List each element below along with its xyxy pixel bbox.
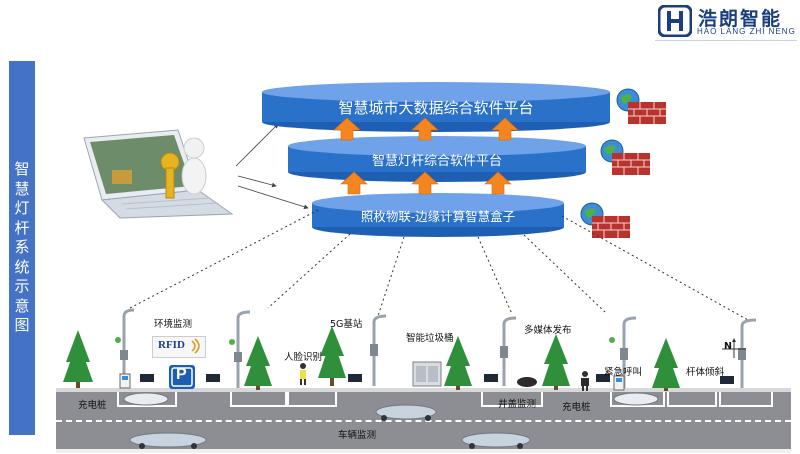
label-charging-left: 充电桩 xyxy=(78,400,107,411)
charging-pile-icon xyxy=(613,375,625,391)
curb xyxy=(56,449,791,453)
parking-sign-letter: P xyxy=(176,366,187,383)
pedestrian-icon xyxy=(300,363,306,385)
label-face: 人脸识别 xyxy=(284,352,323,363)
upload-arrows xyxy=(333,117,519,195)
label-multimedia: 多媒体发布 xyxy=(524,325,572,336)
edge-box-cylinder: 照枚物联-边缘计算智慧盒子 xyxy=(312,193,564,237)
label-north: N xyxy=(724,341,732,352)
rfid-label: RFID xyxy=(158,339,185,351)
lamppost-platform-label: 智慧灯杆综合软件平台 xyxy=(371,154,502,169)
sidebar-title-char: 图 xyxy=(14,316,30,334)
tilt-direction-icon xyxy=(722,338,746,358)
label-charging-right: 充电桩 xyxy=(562,402,591,413)
header-divider xyxy=(655,40,797,41)
label-5g: 5G基站 xyxy=(330,319,363,330)
label-emergency: 紧急呼叫 xyxy=(604,367,643,378)
parking-sign-icon xyxy=(169,365,195,389)
label-manhole: 井盖监测 xyxy=(498,399,537,410)
sidebar-title: 智慧灯杆系统示意图 xyxy=(9,160,35,336)
company-logo-icon xyxy=(658,5,692,37)
label-vehicle: 车辆监测 xyxy=(338,430,377,441)
logo-chinese-name: 浩朗智能 xyxy=(698,8,783,30)
sidebar-title-char: 慧 xyxy=(14,179,30,198)
globe-firewall-icon xyxy=(616,88,666,124)
manhole-cover-icon xyxy=(517,377,537,387)
label-environment: 环境监测 xyxy=(154,319,193,330)
sidebar-title-char: 示 xyxy=(14,277,30,295)
connector-arrows xyxy=(235,123,309,210)
label-tilt: 杆体倾斜 xyxy=(686,367,725,378)
sidebar-title-char: 杆 xyxy=(14,218,30,237)
sidebar-title-char: 意 xyxy=(14,296,30,315)
cloud-platform-label: 智慧城市大数据综合软件平台 xyxy=(338,99,534,117)
smart-trash-bin-icon xyxy=(412,361,442,387)
lane-marking xyxy=(56,420,791,422)
charging-pile-icon xyxy=(119,373,131,389)
edge-box-label: 照枚物联-边缘计算智慧盒子 xyxy=(360,209,516,224)
laptop-key-illustration xyxy=(83,129,234,219)
sidebar-title-char: 系 xyxy=(14,238,30,256)
parking-bays xyxy=(117,392,773,407)
sidebar-title-char: 灯 xyxy=(14,199,30,217)
globe-firewall-icon xyxy=(580,202,630,238)
logo-english-name: HAO LANG ZHI NENG xyxy=(697,27,796,36)
sidebar-title-char: 智 xyxy=(14,160,30,178)
wireless-icon xyxy=(191,338,200,354)
globe-firewall-icon xyxy=(600,139,650,175)
sidewalk xyxy=(56,388,791,392)
person-calling-icon xyxy=(581,371,589,391)
lamppost-platform-cylinder: 智慧灯杆综合软件平台 xyxy=(288,136,586,182)
sidebar-title-char: 统 xyxy=(14,257,30,276)
label-trash: 智能垃圾桶 xyxy=(406,333,454,344)
sidebar-bar xyxy=(9,61,35,435)
